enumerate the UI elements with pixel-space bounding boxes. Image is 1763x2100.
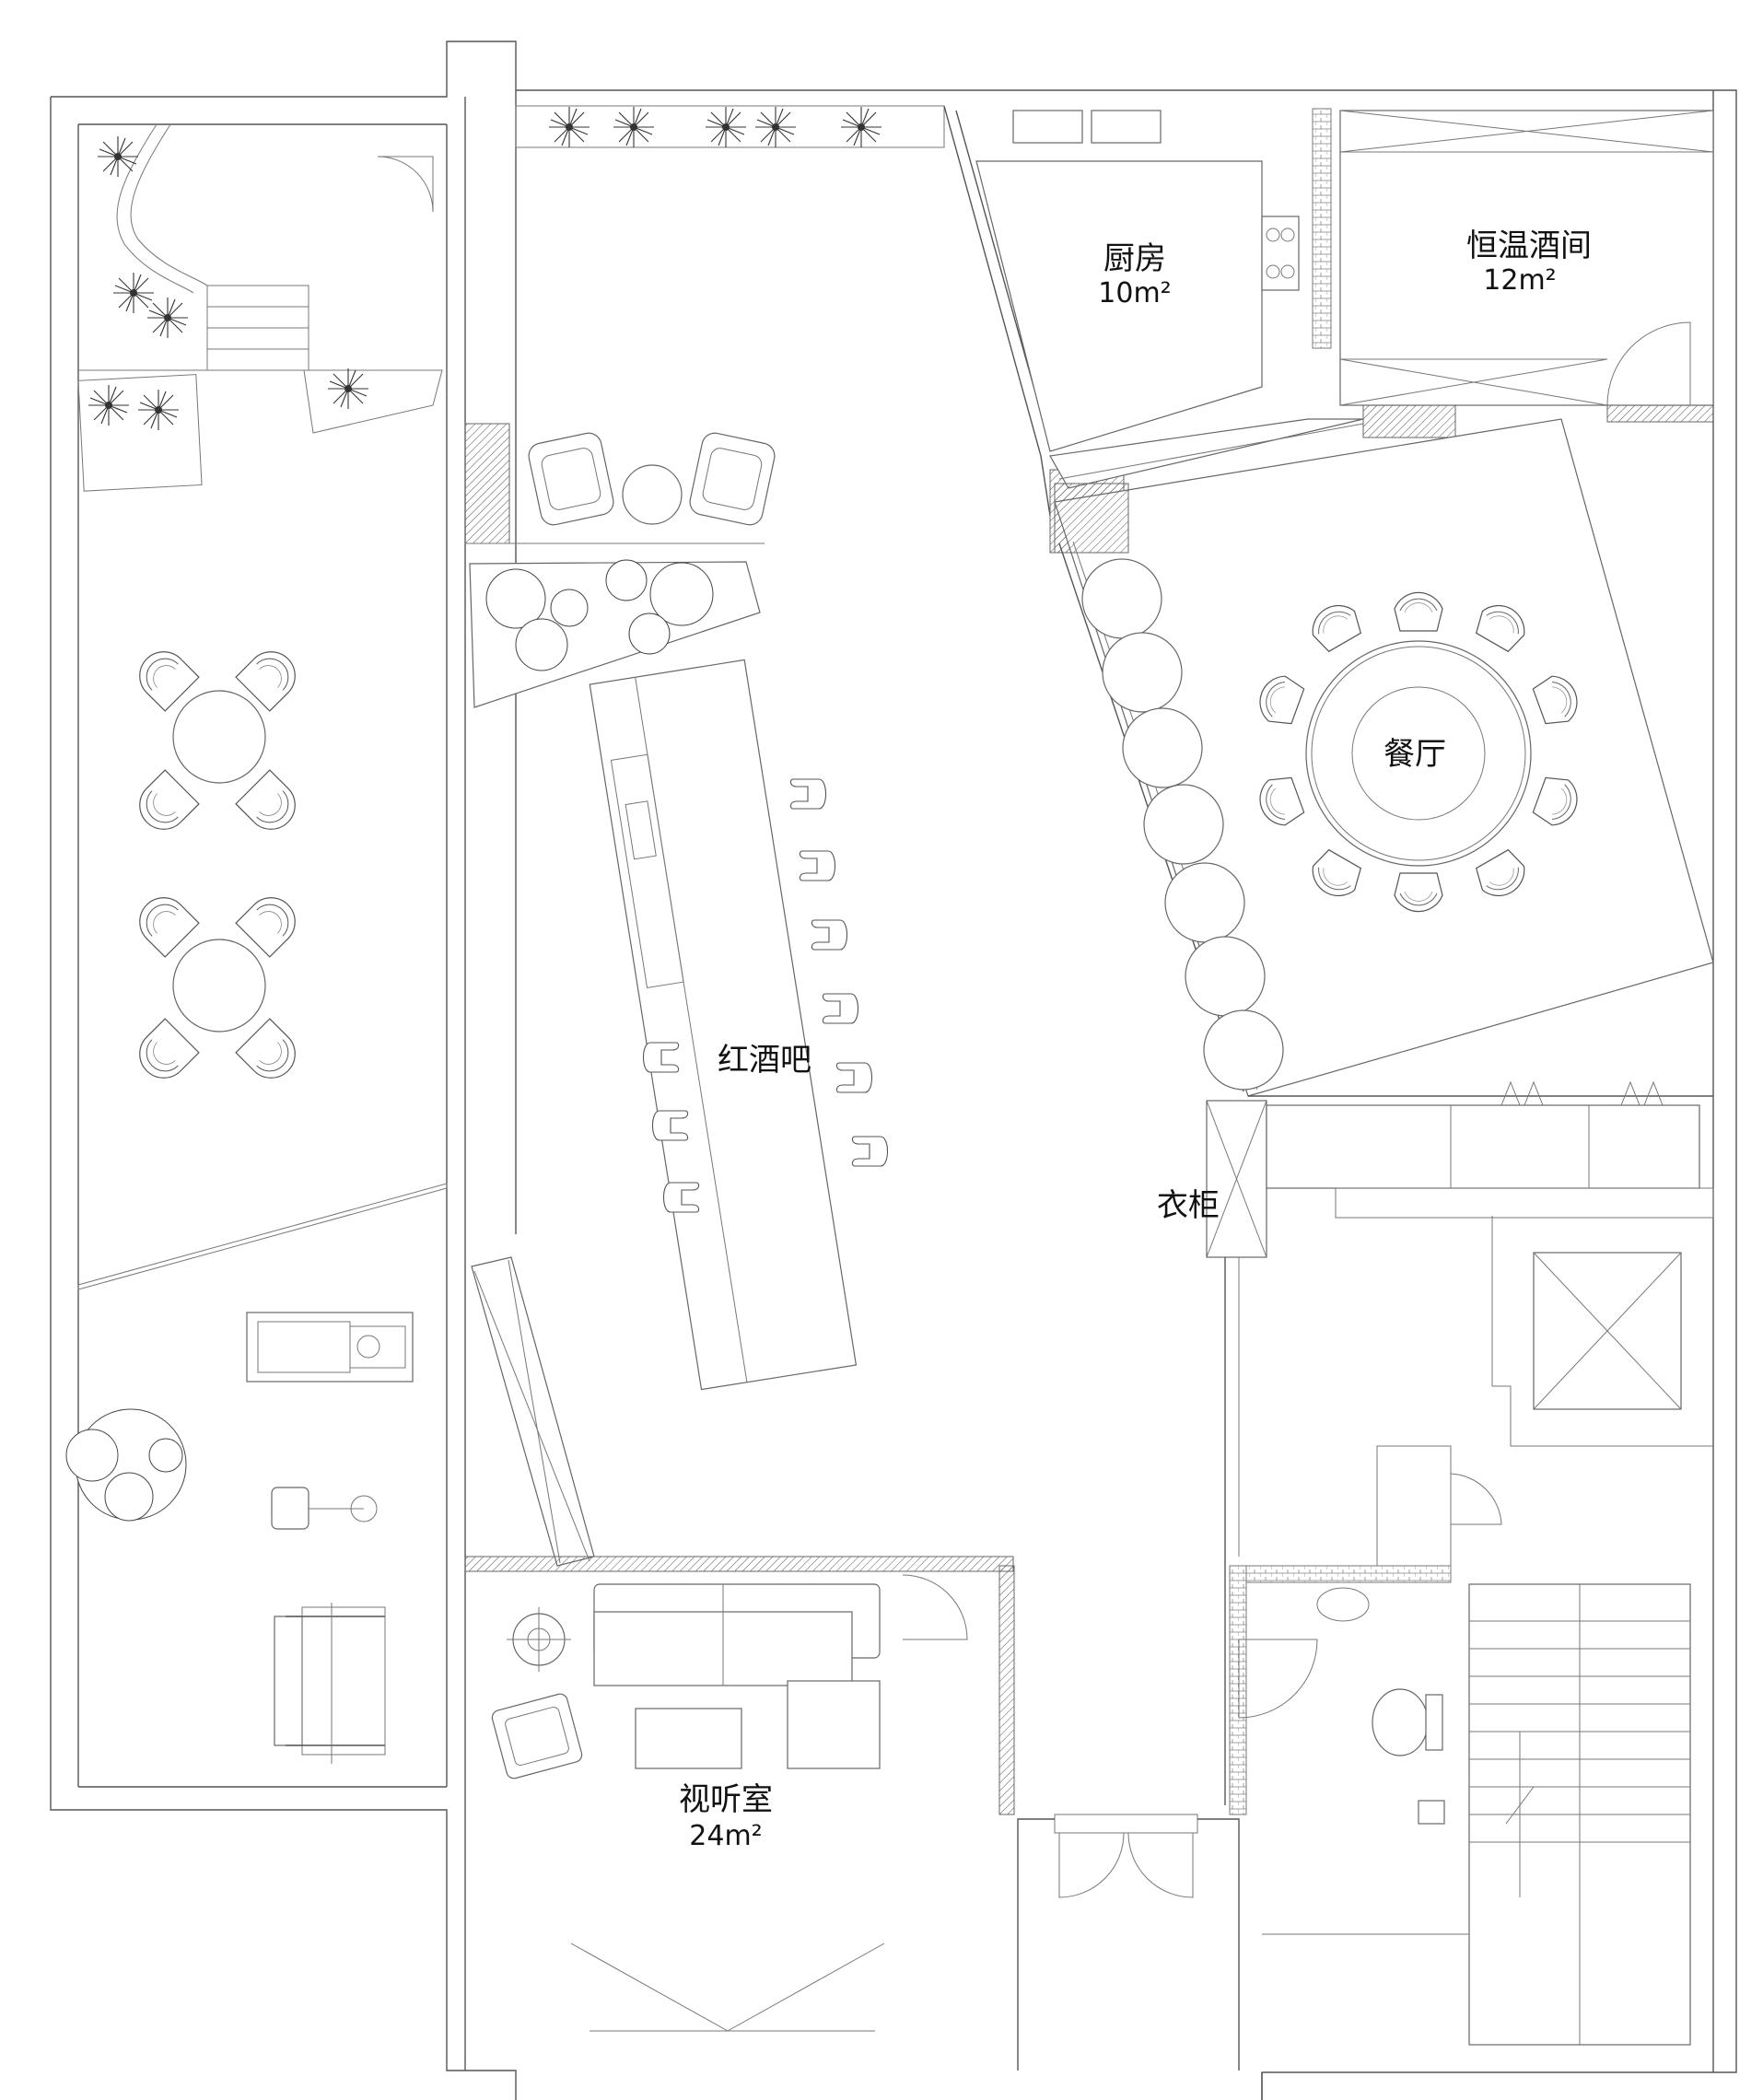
av-room-label: 视听室 — [679, 1781, 773, 1818]
av-room-zone — [464, 1556, 1015, 2032]
wardrobe-zone — [1017, 1080, 1714, 2071]
terrace-garden — [65, 123, 448, 1764]
room-labels: 厨房 10m² 恒温酒间 12m² 餐厅 红酒吧 衣柜 视听室 24m² — [679, 228, 1592, 1852]
wardrobe-label: 衣柜 — [1157, 1187, 1220, 1224]
kitchen-label: 厨房 — [1103, 240, 1166, 277]
wine-cellar-area: 12m² — [1483, 264, 1556, 297]
dining-label: 餐厅 — [1384, 736, 1446, 773]
wine-cellar-zone — [1339, 110, 1714, 438]
wine-bar-label: 红酒吧 — [718, 1042, 811, 1079]
wine-bar-zone — [464, 105, 945, 1567]
kitchen-area: 10m² — [1098, 277, 1171, 309]
av-room-area: 24m² — [689, 1820, 762, 1852]
wine-cellar-label: 恒温酒间 — [1466, 228, 1592, 264]
dining-zone — [1054, 418, 1714, 1097]
